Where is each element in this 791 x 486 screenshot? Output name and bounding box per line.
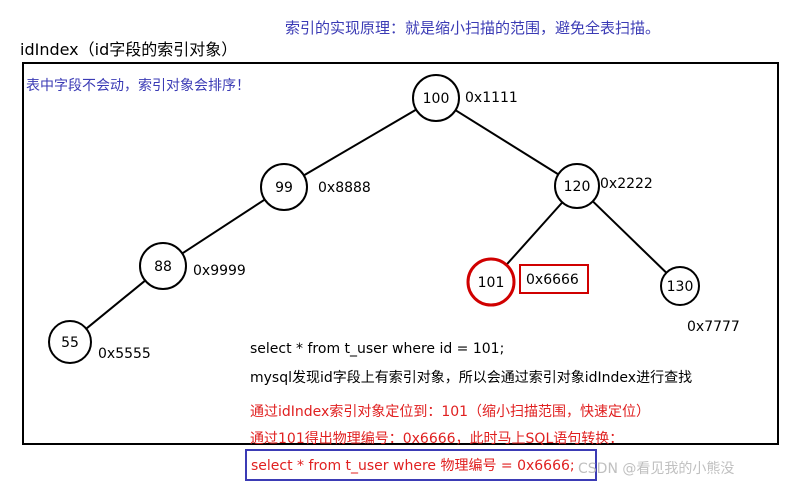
tree-edge	[85, 279, 146, 330]
index-diagram-frame	[22, 62, 779, 445]
node-address: 0x5555	[98, 346, 151, 362]
tree-node-circle	[260, 163, 308, 211]
tree-node-circle	[412, 74, 460, 122]
tree-node-value: 120	[564, 179, 591, 195]
node-address: 0x6666	[526, 272, 579, 288]
node-address: 0x8888	[318, 180, 371, 196]
tree-edge	[454, 109, 559, 176]
index-title: idIndex（id字段的索引对象）	[20, 40, 238, 59]
node-address: 0x9999	[193, 263, 246, 279]
node-address: 0x7777	[687, 319, 740, 335]
tree-nodes: 100 99 120 88 101 130 55	[48, 74, 700, 364]
highlighted-address-box	[519, 264, 589, 294]
rewritten-query: select * from t_user where 物理编号 = 0x6666…	[251, 458, 575, 474]
tree-node-value: 101	[478, 275, 505, 291]
tree-node-circle	[466, 257, 516, 307]
tree-node-value: 130	[667, 279, 694, 295]
page-caption: 索引的实现原理：就是缩小扫描的范围，避免全表扫描。	[285, 19, 661, 37]
tree-node-circle	[660, 266, 700, 306]
sql-query: select * from t_user where id = 101;	[250, 341, 505, 357]
tree-edge	[303, 108, 417, 177]
tree-node-circle	[139, 242, 187, 290]
node-address: 0x2222	[600, 176, 653, 192]
tree-edge	[592, 200, 668, 274]
tree-edge	[505, 201, 564, 266]
rewritten-query-box	[245, 449, 597, 481]
locate-note: 通过idIndex索引对象定位到：101（缩小扫描范围，快速定位）	[250, 404, 651, 420]
tree-edges	[85, 108, 668, 330]
frame-note: 表中字段不会动，索引对象会排序！	[26, 78, 250, 94]
node-address: 0x1111	[465, 90, 518, 106]
watermark: CSDN @看见我的小熊没	[578, 461, 735, 477]
tree-node-circle	[48, 320, 92, 364]
mysql-note: mysql发现id字段上有索引对象，所以会通过索引对象idIndex进行查找	[250, 370, 693, 386]
tree-edge	[181, 198, 266, 255]
tree-node-value: 55	[61, 335, 79, 351]
convert-note: 通过101得出物理编号：0x6666，此时马上SQL语句转换：	[250, 431, 624, 447]
tree-node-value: 99	[275, 180, 293, 196]
tree-node-circle	[554, 163, 600, 209]
tree-node-value: 88	[154, 259, 172, 275]
tree-node-value: 100	[423, 91, 450, 107]
